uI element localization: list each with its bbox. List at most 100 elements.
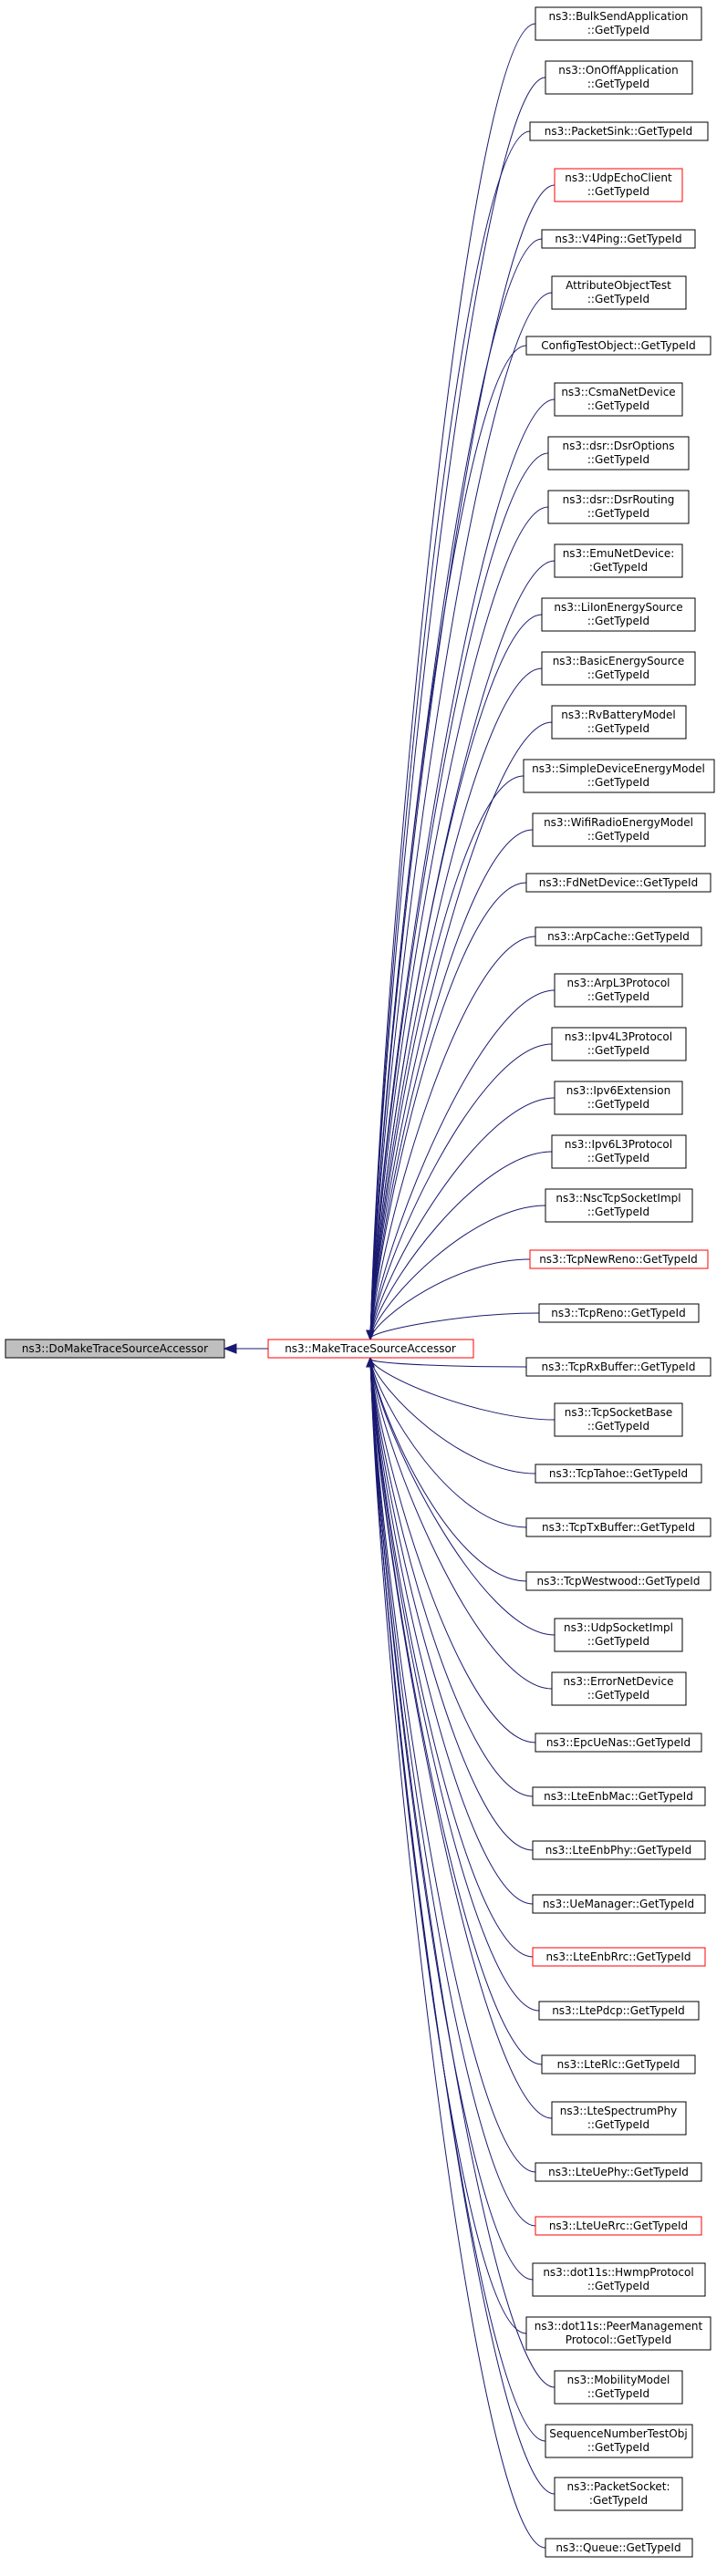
caller-node[interactable]: ns3::LteEnbPhy::GetTypeId [532,1840,706,1860]
caller-node-label: ns3::Queue::GetTypeId [556,2541,680,2554]
call-edge [369,829,534,1339]
center-node[interactable]: ns3::MakeTraceSourceAccessor [267,1339,474,1359]
caller-node-box [554,1618,683,1652]
caller-node[interactable]: ns3::TcpReno::GetTypeId [538,1303,700,1323]
caller-node[interactable]: ns3::TcpWestwood::GetTypeId [525,1571,711,1591]
caller-node-label: ::GetTypeId [587,1689,649,1702]
caller-node-box [532,1947,706,1967]
caller-node[interactable]: ns3::Queue::GetTypeId [545,2538,693,2558]
caller-node-box [554,1402,683,1437]
caller-node[interactable]: ns3::EpcUeNas::GetTypeId [535,1733,702,1753]
caller-node-label: ns3::dsr::DsrRouting [563,493,675,506]
caller-node-label: ::GetTypeId [587,507,649,520]
caller-node[interactable]: ns3::LteEnbMac::GetTypeId [532,1786,706,1806]
caller-node[interactable]: ns3::EmuNetDevice::GetTypeId [554,543,683,578]
caller-node-box [554,2370,683,2405]
caller-node[interactable]: ns3::UdpSocketImpl::GetTypeId [554,1618,683,1652]
call-edge [369,1359,556,2388]
caller-node-label: ns3::Ipv6L3Protocol [565,1138,672,1151]
caller-node-label: ns3::MobilityModel [567,2374,670,2386]
caller-node[interactable]: ns3::TcpRxBuffer::GetTypeId [525,1357,711,1377]
caller-node[interactable]: ns3::FdNetDevice::GetTypeId [525,873,711,893]
call-edge [369,130,531,1339]
caller-node[interactable]: ns3::MobilityModel::GetTypeId [554,2370,683,2405]
call-edge [369,23,536,1339]
caller-node-box [541,2054,696,2074]
center-node-label: ns3::MakeTraceSourceAccessor [285,1342,456,1355]
call-edge [369,1359,536,2173]
caller-node[interactable]: ns3::LteSpectrumPhy::GetTypeId [551,2101,687,2136]
caller-node-label: ::GetTypeId [587,615,649,627]
caller-node[interactable]: ns3::dsr::DsrOptions::GetTypeId [547,436,690,471]
caller-node[interactable]: ns3::UdpEchoClient::GetTypeId [554,168,683,202]
caller-node[interactable]: ns3::dot11s::HwmpProtocol::GetTypeId [532,2262,706,2297]
caller-node[interactable]: ns3::UeManager::GetTypeId [532,1894,706,1914]
caller-node[interactable]: ns3::ArpL3Protocol::GetTypeId [554,973,683,1008]
caller-node[interactable]: ns3::dot11s::PeerManagementProtocol::Get… [525,2316,711,2351]
caller-node[interactable]: ns3::LtePdcp::GetTypeId [538,2001,700,2021]
caller-node[interactable]: ns3::TcpNewReno::GetTypeId [529,1249,709,1269]
caller-node-box [532,2262,706,2297]
caller-node-label: ::GetTypeId [587,1205,649,1218]
caller-node[interactable]: ns3::LteEnbRrc::GetTypeId [532,1947,706,1967]
call-edge [369,1359,536,1474]
caller-node[interactable]: ns3::BulkSendApplication::GetTypeId [535,6,702,41]
caller-nodes: ns3::BulkSendApplication::GetTypeIdns3::… [523,6,715,2558]
caller-node[interactable]: ns3::PacketSink::GetTypeId [529,121,709,141]
call-edge [369,1359,553,2119]
caller-node[interactable]: ns3::CsmaNetDevice::GetTypeId [554,382,683,417]
caller-node[interactable]: ns3::LteUeRrc::GetTypeId [535,2216,702,2236]
caller-node[interactable]: ns3::TcpTahoe::GetTypeId [535,1464,702,1484]
caller-node-label: ns3::BulkSendApplication [549,10,689,23]
caller-node[interactable]: ns3::dsr::DsrRouting::GetTypeId [547,490,690,524]
caller-node[interactable]: ns3::ArpCache::GetTypeId [535,926,702,947]
caller-node[interactable]: ns3::LteRlc::GetTypeId [541,2054,696,2074]
call-edge-arrowhead [366,1356,375,1368]
caller-node-label: ConfigTestObject::GetTypeId [541,339,695,352]
caller-node-label: ns3::TcpRxBuffer::GetTypeId [542,1360,696,1373]
caller-node[interactable]: ns3::BasicEnergySource::GetTypeId [541,651,696,686]
caller-node[interactable]: ns3::Ipv6L3Protocol::GetTypeId [551,1134,687,1169]
caller-node-box [551,1134,687,1169]
caller-node[interactable]: ns3::PacketSocket::GetTypeId [554,2477,683,2511]
caller-node[interactable]: AttributeObjectTest::GetTypeId [551,275,687,310]
caller-node[interactable]: ns3::Ipv6Extension::GetTypeId [554,1081,683,1115]
caller-node-label: SequenceNumberTestObj [549,2427,687,2440]
caller-node[interactable]: ns3::RvBatteryModel::GetTypeId [551,705,687,740]
call-edge [369,452,549,1339]
caller-node-label: ns3::ArpL3Protocol [566,977,670,989]
caller-node-box [547,436,690,471]
caller-node-box [551,705,687,740]
call-edge [369,1359,534,1851]
caller-node-label: ::GetTypeId [587,1152,649,1164]
call-edge [369,1359,534,1958]
caller-node-box [554,973,683,1008]
caller-node-box [525,873,711,893]
caller-node-label: ::GetTypeId [587,990,649,1003]
caller-node[interactable]: ns3::TcpSocketBase::GetTypeId [554,1402,683,1437]
caller-node-box [545,2424,693,2458]
caller-node[interactable]: ns3::NscTcpSocketImpl::GetTypeId [545,1188,693,1223]
caller-node-box [545,60,693,95]
caller-node-label: ns3::dot11s::PeerManagement [535,2320,703,2333]
caller-node-label: ns3::PacketSocket: [566,2480,670,2493]
caller-node[interactable]: ns3::Ipv4L3Protocol::GetTypeId [551,1027,687,1061]
caller-node-label: ns3::TcpTxBuffer::GetTypeId [542,1521,695,1534]
caller-node[interactable]: ns3::OnOffApplication::GetTypeId [545,60,693,95]
call-edges [366,23,556,2549]
caller-node[interactable]: ns3::SimpleDeviceEnergyModel::GetTypeId [523,759,715,793]
caller-node[interactable]: ConfigTestObject::GetTypeId [525,336,711,356]
caller-node[interactable]: ns3::TcpTxBuffer::GetTypeId [525,1517,711,1537]
caller-node[interactable]: ns3::WifiRadioEnergyModel::GetTypeId [532,812,706,847]
caller-node[interactable]: SequenceNumberTestObj::GetTypeId [545,2424,693,2458]
call-edge [369,1359,546,2549]
caller-node-label: ns3::dot11s::HwmpProtocol [543,2266,693,2279]
caller-node[interactable]: ns3::LiIonEnergySource::GetTypeId [541,597,696,632]
caller-node-label: ::GetTypeId [587,1635,649,1648]
caller-node[interactable]: ns3::V4Ping::GetTypeId [541,229,696,249]
caller-node[interactable]: ns3::LteUePhy::GetTypeId [535,2162,702,2182]
caller-node[interactable]: ns3::ErrorNetDevice::GetTypeId [551,1671,687,1706]
root-node[interactable]: ns3::DoMakeTraceSourceAccessor [5,1339,225,1359]
caller-node-box [541,651,696,686]
